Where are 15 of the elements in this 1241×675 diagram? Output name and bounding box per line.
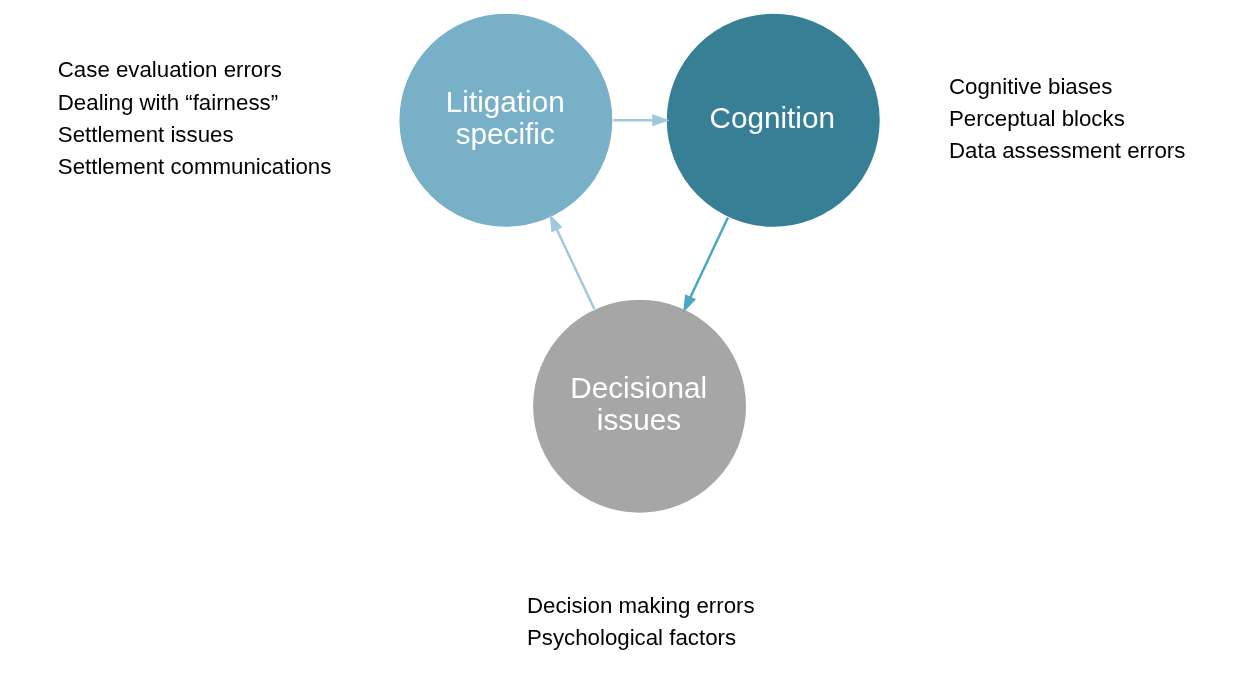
node-label: Psychological factors <box>526 624 736 650</box>
node-label: Settlement issues <box>57 121 234 147</box>
node-circle: Litigation specific <box>397 12 614 228</box>
arrow <box>549 214 595 310</box>
node-label: Dealing with “fairness” <box>57 89 278 115</box>
node-circle: Decisional issues <box>531 298 747 514</box>
node-label: Perceptual blocks <box>948 105 1125 131</box>
node-label: Settlement communications <box>57 153 331 179</box>
arrow <box>612 114 670 127</box>
node-label: Cognitive biases <box>948 73 1112 99</box>
arrow <box>682 216 729 313</box>
node-circle: Cognition <box>665 12 881 228</box>
node-label: Case evaluation errors <box>57 57 282 83</box>
node-label: Decision making errors <box>526 592 755 618</box>
node-label: Data assessment errors <box>948 137 1185 163</box>
